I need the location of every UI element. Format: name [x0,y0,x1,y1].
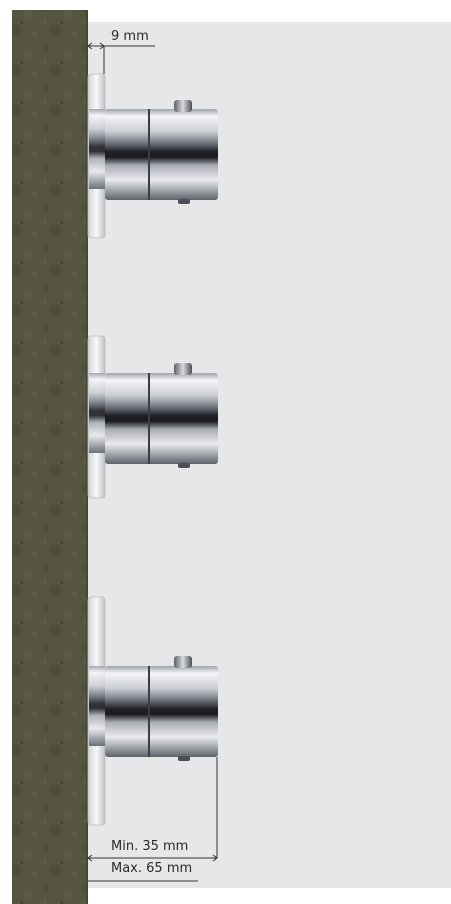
handle-body [105,666,218,757]
thermostat-unit-middle [87,335,218,499]
thermostat-unit-top [87,73,218,239]
stop-button [174,100,192,112]
dimension-top-offset [87,42,155,74]
handle-body [105,109,218,200]
wall-section [12,10,88,904]
thermostat-unit-bottom [87,596,218,826]
top-offset-label: 9 mm [111,29,149,44]
stop-button [174,363,192,375]
dimension-depth [87,757,218,882]
handle-body [105,373,218,464]
depth-min-label: Min. 35 mm [111,839,189,854]
depth-max-label: Max. 65 mm [111,861,193,876]
stop-button [174,656,192,668]
